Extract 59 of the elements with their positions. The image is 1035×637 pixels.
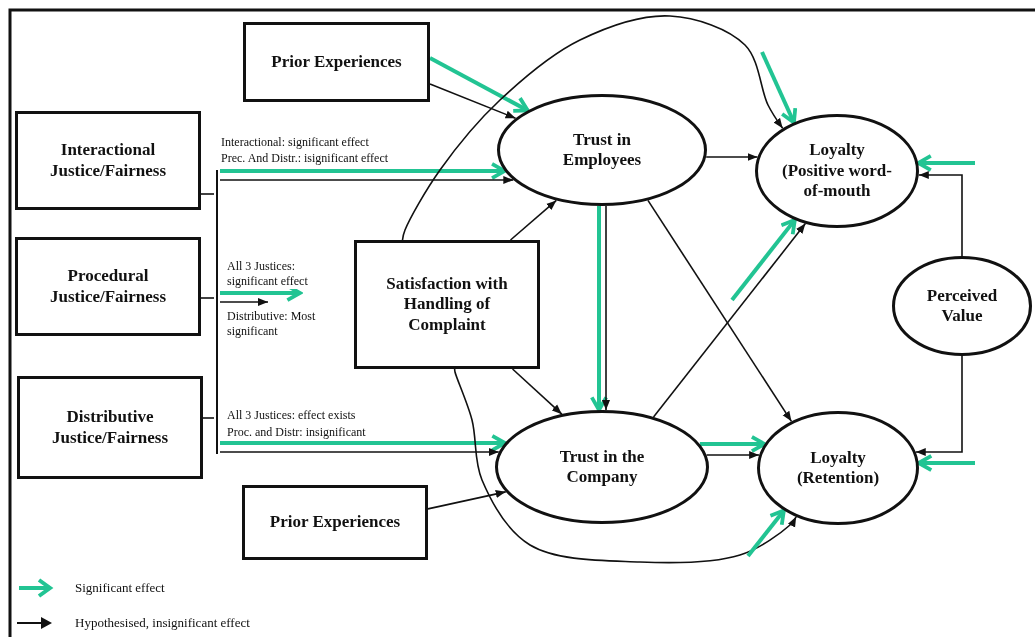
arrow [760, 51, 798, 125]
arrow [916, 153, 975, 173]
construct-ellipse [892, 256, 1032, 356]
construct-ellipse [755, 114, 919, 228]
construct-ellipse [497, 94, 707, 206]
arrow [220, 433, 507, 453]
arrow [220, 161, 507, 181]
arrow [705, 451, 760, 459]
arrow [705, 153, 759, 161]
node-label: Perceived Value [925, 285, 999, 327]
arrow [699, 434, 767, 454]
node-label: Interactional Justice/Fairness [48, 140, 168, 181]
arrow [429, 83, 517, 119]
arrow [453, 368, 797, 564]
process-box [15, 237, 201, 336]
edge-label: Prec. And Distr.: isignificant effect [220, 151, 390, 166]
legend-label: Significant effect [75, 580, 165, 596]
arrow [589, 206, 609, 412]
node-label: Procedural Justice/Fairness [48, 266, 168, 307]
node-label: (Retention) [795, 468, 881, 489]
node-label: Trust in the Company [558, 446, 646, 488]
node-label: Trust in Employees [561, 129, 643, 171]
legend-label: Hypothesised, insignificant effect [75, 615, 250, 631]
arrow [509, 199, 558, 241]
connector-line [200, 193, 215, 195]
arrow [914, 355, 963, 456]
edge-label: Interactional: significant effect [220, 135, 370, 150]
arrow [652, 222, 807, 418]
process-box [243, 22, 430, 102]
arrow [429, 56, 530, 113]
process-box [17, 376, 203, 479]
connector-line [202, 417, 215, 419]
node-label: (Positive word-of-mouth [781, 160, 893, 202]
arrow [602, 205, 610, 411]
arrow [219, 176, 515, 184]
node-label: Satisfaction with Handling of Complaint [385, 273, 509, 336]
node-label: Prior Experiences [270, 51, 403, 73]
arrow [219, 448, 500, 456]
node-label: Loyalty [808, 140, 866, 161]
arrow [219, 298, 269, 306]
arrow [511, 368, 563, 415]
process-box [354, 240, 540, 369]
arrow [918, 171, 963, 257]
node-label: Distributive Justice/Fairness [50, 407, 170, 448]
arrow [916, 453, 975, 473]
edge-label: Proc. and Distr: insignificant [226, 425, 367, 440]
process-box [242, 485, 428, 560]
construct-ellipse [757, 411, 919, 525]
arrow [401, 15, 784, 241]
construct-ellipse [495, 410, 709, 524]
arrow [746, 508, 786, 558]
node-label: Prior Experiences [268, 512, 402, 533]
arrow [427, 490, 507, 510]
node-label: Loyalty [809, 447, 867, 468]
arrow [730, 218, 797, 302]
connector-line [200, 297, 215, 299]
arrow [647, 199, 793, 423]
process-box [15, 111, 201, 210]
bracket-line [216, 170, 218, 454]
